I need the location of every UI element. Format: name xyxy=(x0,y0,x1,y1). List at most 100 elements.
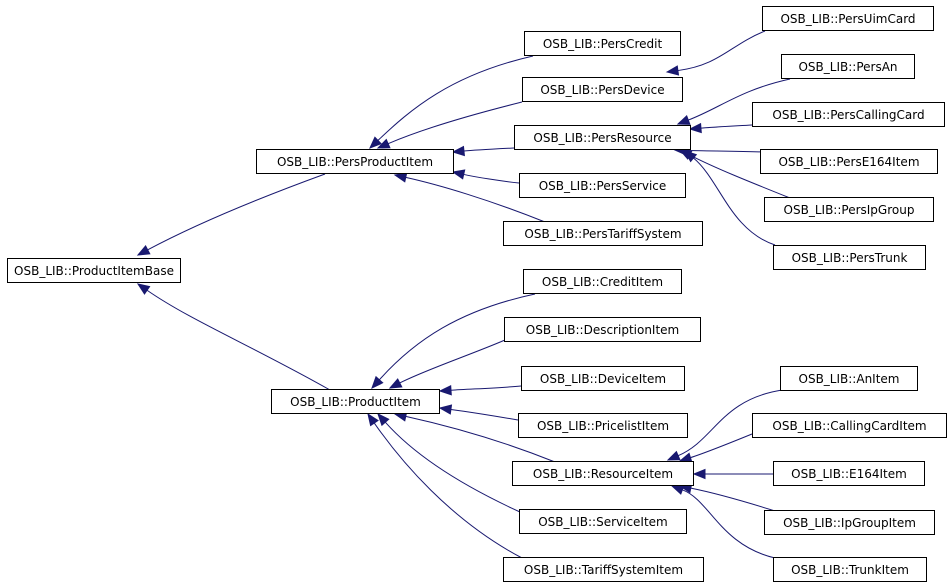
node-pers-an[interactable]: OSB_LIB::PersAn xyxy=(781,54,915,79)
node-pers-e164-item[interactable]: OSB_LIB::PersE164Item xyxy=(760,149,938,174)
inheritance-edge xyxy=(438,385,522,396)
edge-line xyxy=(688,78,791,121)
arrowhead xyxy=(136,245,151,256)
edge-line xyxy=(682,489,776,559)
edge-line xyxy=(146,289,331,391)
edge-line xyxy=(690,433,753,459)
arrowhead xyxy=(377,413,390,427)
node-description-item[interactable]: OSB_LIB::DescriptionItem xyxy=(504,317,701,342)
node-label: OSB_LIB::PersDevice xyxy=(540,83,664,97)
edge-line xyxy=(378,293,536,381)
node-pricelist-item[interactable]: OSB_LIB::PricelistItem xyxy=(518,413,688,438)
inheritance-edge xyxy=(367,412,523,559)
node-label: OSB_LIB::PersResource xyxy=(533,131,671,145)
node-label: OSB_LIB::PersE164Item xyxy=(778,155,919,169)
inheritance-edge xyxy=(393,172,546,223)
node-resource-item[interactable]: OSB_LIB::ResourceItem xyxy=(512,461,694,486)
inheritance-edge xyxy=(371,293,536,389)
node-label: OSB_LIB::CallingCardItem xyxy=(772,419,926,433)
edge-line xyxy=(685,149,766,153)
edge-line xyxy=(384,421,521,513)
inheritance-edge xyxy=(388,339,506,389)
inheritance-edge xyxy=(377,413,521,513)
node-label: OSB_LIB::PricelistItem xyxy=(537,419,669,433)
node-label: OSB_LIB::PersProductItem xyxy=(277,155,433,169)
node-pers-resource[interactable]: OSB_LIB::PersResource xyxy=(514,125,691,150)
inheritance-edge xyxy=(676,78,791,125)
node-device-item[interactable]: OSB_LIB::DeviceItem xyxy=(521,366,685,391)
arrowhead xyxy=(393,172,408,183)
node-trunk-item[interactable]: OSB_LIB::TrunkItem xyxy=(773,557,927,582)
node-label: OSB_LIB::ServiceItem xyxy=(538,515,668,529)
node-label: OSB_LIB::PersTariffSystem xyxy=(524,227,681,241)
edge-line xyxy=(689,154,791,199)
node-pers-calling-card[interactable]: OSB_LIB::PersCallingCard xyxy=(752,102,945,127)
node-pers-device[interactable]: OSB_LIB::PersDevice xyxy=(522,77,683,102)
node-label: OSB_LIB::AnItem xyxy=(799,372,900,386)
node-label: OSB_LIB::ProductItem xyxy=(290,395,421,409)
inheritance-edge xyxy=(369,55,534,149)
node-credit-item[interactable]: OSB_LIB::CreditItem xyxy=(523,269,682,294)
edge-line xyxy=(677,30,766,72)
inheritance-edge xyxy=(376,101,523,149)
inheritance-edge xyxy=(438,404,519,421)
node-pers-uim-card[interactable]: OSB_LIB::PersUimCard xyxy=(762,6,934,31)
edge-line xyxy=(399,339,506,384)
arrowhead xyxy=(676,115,691,125)
node-an-item[interactable]: OSB_LIB::AnItem xyxy=(780,366,918,391)
node-calling-card-item[interactable]: OSB_LIB::CallingCardItem xyxy=(752,413,947,438)
node-pers-service[interactable]: OSB_LIB::PersService xyxy=(519,173,686,198)
node-tariff-system-item[interactable]: OSB_LIB::TariffSystemItem xyxy=(503,557,704,582)
edge-line xyxy=(700,124,753,129)
arrowhead xyxy=(678,452,693,463)
node-product-item-base[interactable]: OSB_LIB::ProductItemBase xyxy=(7,258,181,283)
arrowhead xyxy=(451,169,466,180)
node-service-item[interactable]: OSB_LIB::ServiceItem xyxy=(519,509,687,534)
node-ip-group-item[interactable]: OSB_LIB::IpGroupItem xyxy=(764,510,935,535)
edge-line xyxy=(690,487,776,512)
class-nodes: OSB_LIB::ProductItemBase OSB_LIB::PersPr… xyxy=(7,6,947,582)
arrowhead xyxy=(451,145,465,157)
node-pers-product-item[interactable]: OSB_LIB::PersProductItem xyxy=(256,149,454,174)
arrowhead xyxy=(666,450,681,461)
node-product-item[interactable]: OSB_LIB::ProductItem xyxy=(271,389,440,414)
arrowhead xyxy=(438,385,452,396)
arrowhead xyxy=(371,375,384,389)
arrowhead xyxy=(665,65,680,76)
node-e164-item[interactable]: OSB_LIB::E164Item xyxy=(773,461,925,486)
edge-line xyxy=(450,408,519,421)
node-pers-ip-group[interactable]: OSB_LIB::PersIpGroup xyxy=(764,197,934,222)
node-label: OSB_LIB::PersCallingCard xyxy=(772,108,924,122)
node-label: OSB_LIB::IpGroupItem xyxy=(783,516,916,530)
node-label: OSB_LIB::TrunkItem xyxy=(791,563,909,577)
arrowhead xyxy=(688,122,702,134)
node-label: OSB_LIB::ResourceItem xyxy=(533,467,673,481)
inheritance-edge xyxy=(451,169,520,184)
node-pers-credit[interactable]: OSB_LIB::PersCredit xyxy=(524,31,681,56)
arrowhead xyxy=(136,283,151,295)
node-pers-trunk[interactable]: OSB_LIB::PersTrunk xyxy=(773,245,926,270)
edge-line xyxy=(405,176,546,223)
edge-line xyxy=(405,415,556,463)
edge-line xyxy=(463,147,515,152)
node-pers-tariff-system[interactable]: OSB_LIB::PersTariffSystem xyxy=(503,221,703,246)
arrowhead xyxy=(683,150,698,163)
edge-line xyxy=(463,173,520,184)
arrowhead xyxy=(670,485,685,495)
inheritance-edge xyxy=(688,122,753,134)
inheritance-edge xyxy=(665,30,766,76)
node-label: OSB_LIB::TariffSystemItem xyxy=(524,563,683,577)
inheritance-edge xyxy=(136,283,331,391)
inheritance-edge xyxy=(670,485,776,559)
arrowhead xyxy=(438,404,453,415)
edge-line xyxy=(450,385,522,391)
arrowhead xyxy=(376,138,391,149)
inheritance-edge xyxy=(692,468,773,480)
edge-line xyxy=(373,422,523,559)
edge-line xyxy=(677,389,783,457)
inheritance-edges xyxy=(136,30,791,559)
node-label: OSB_LIB::DeviceItem xyxy=(540,372,666,386)
node-label: OSB_LIB::E164Item xyxy=(791,467,907,481)
inheritance-edge xyxy=(666,389,783,461)
